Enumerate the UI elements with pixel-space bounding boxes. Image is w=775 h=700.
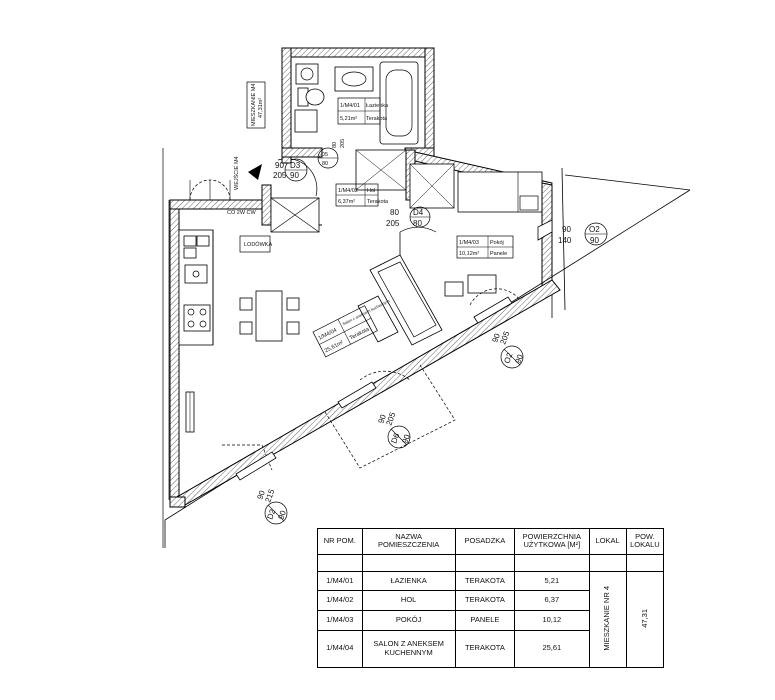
svg-text:5,21m²: 5,21m² bbox=[340, 116, 357, 122]
svg-text:80: 80 bbox=[322, 161, 328, 167]
svg-text:D4: D4 bbox=[413, 208, 424, 217]
window-o2: O2 90 90 140 bbox=[558, 222, 608, 246]
lokal-cell: MIESZKANIE NR 4 bbox=[588, 570, 627, 669]
coffee-table bbox=[357, 295, 399, 343]
svg-text:90: 90 bbox=[275, 161, 284, 170]
svg-text:205: 205 bbox=[384, 411, 397, 427]
svg-text:1/M4/04: 1/M4/04 bbox=[318, 327, 338, 341]
door-d6-swing bbox=[324, 364, 456, 469]
svg-text:1/M4/02: 1/M4/02 bbox=[338, 188, 358, 194]
pow-lokalu-cell: 47,31 bbox=[625, 570, 665, 669]
svg-text:90: 90 bbox=[400, 433, 412, 445]
door-d2: D2 90 90 215 bbox=[255, 488, 288, 525]
header-lokal: LOKAL bbox=[588, 528, 627, 555]
svg-text:90: 90 bbox=[562, 225, 571, 234]
svg-text:80: 80 bbox=[413, 219, 422, 228]
svg-text:O2: O2 bbox=[502, 351, 514, 365]
svg-text:90: 90 bbox=[513, 353, 525, 365]
svg-text:90: 90 bbox=[276, 509, 288, 521]
wardrobe-label: CO 2W CW bbox=[227, 210, 257, 216]
wall-bathroom-right bbox=[424, 47, 435, 164]
svg-text:90: 90 bbox=[490, 332, 502, 344]
svg-text:D5: D5 bbox=[321, 152, 328, 158]
entrance-door bbox=[189, 179, 231, 201]
svg-text:D6: D6 bbox=[389, 431, 401, 444]
wall-bathroom-top bbox=[281, 47, 435, 58]
svg-text:90: 90 bbox=[376, 413, 388, 425]
header-area: POWIERZCHNIA UŻYTKOWA [M²] bbox=[514, 528, 590, 555]
svg-text:80: 80 bbox=[332, 142, 338, 148]
wall-left bbox=[169, 204, 180, 506]
svg-text:205: 205 bbox=[498, 330, 511, 346]
door-d4: D4 80 80 205 bbox=[386, 206, 431, 228]
svg-text:1/M4/01: 1/M4/01 bbox=[340, 103, 360, 109]
entrance-label: WEJŚCIE M4 bbox=[232, 156, 240, 190]
svg-text:Panele: Panele bbox=[490, 251, 507, 257]
window-o2-diagonal: O2 90 90 205 bbox=[490, 330, 525, 369]
sofa bbox=[369, 254, 443, 346]
svg-text:205: 205 bbox=[340, 139, 346, 148]
svg-text:Terakota: Terakota bbox=[366, 116, 388, 122]
washing-machine bbox=[295, 63, 319, 85]
svg-text:D2: D2 bbox=[265, 507, 277, 520]
door-d6: D6 90 90 205 bbox=[376, 411, 412, 449]
svg-text:6,37m²: 6,37m² bbox=[338, 199, 355, 205]
dining-table bbox=[239, 290, 300, 342]
svg-text:205: 205 bbox=[273, 171, 287, 180]
stove-icon bbox=[183, 304, 211, 332]
door-d5: D5 80 80 205 bbox=[317, 139, 346, 169]
room-label-room: 1/M4/03 Pokój 10,12m² Panele bbox=[456, 235, 514, 259]
header-nr: NR POM. bbox=[317, 528, 363, 555]
svg-text:80: 80 bbox=[390, 208, 399, 217]
table-row: 1/M4/01 ŁAZIENKA TERAKOTA 5,21 MIESZKANI… bbox=[317, 570, 665, 669]
apartment-tag: MIESZKANIE M4 bbox=[251, 84, 257, 126]
room-table: NR POM. NAZWA POMIESZCZENIA POSADZKA POW… bbox=[317, 528, 665, 669]
room-label-hall: 1/M4/02 Hol 6,37m² Terakota bbox=[335, 183, 389, 207]
bed bbox=[457, 171, 543, 213]
toilet-icon bbox=[297, 87, 325, 107]
room-label-bathroom: 1/M4/01 Łazienka 5,21m² Terakota bbox=[337, 97, 389, 125]
svg-text:O2: O2 bbox=[589, 225, 600, 234]
svg-text:1/M4/03: 1/M4/03 bbox=[459, 240, 479, 246]
bathroom-cabinet bbox=[294, 109, 318, 133]
table-row: 1/M4/03 POKÓJ PANELE 10,12 bbox=[317, 609, 664, 631]
header-floor: POSADZKA bbox=[454, 528, 516, 555]
svg-text:D3: D3 bbox=[290, 161, 301, 170]
svg-text:Pokój: Pokój bbox=[490, 240, 504, 246]
svg-text:90: 90 bbox=[255, 489, 267, 501]
svg-text:Terakota: Terakota bbox=[367, 199, 389, 205]
apartment-area-tag: 47,31m² bbox=[258, 98, 264, 118]
header-pow: POW. LOKALU bbox=[625, 528, 665, 555]
svg-text:90: 90 bbox=[590, 236, 599, 245]
door-d3: D3 90 90 205 bbox=[273, 158, 308, 182]
svg-text:Hol: Hol bbox=[367, 188, 375, 194]
svg-text:10,12m²: 10,12m² bbox=[459, 251, 479, 257]
table-row: 1/M4/04 SALON Z ANEKSEM KUCHENNYM TERAKO… bbox=[317, 629, 664, 669]
svg-text:205: 205 bbox=[386, 219, 400, 228]
header-name: NAZWA POMIESZCZENIA bbox=[361, 528, 456, 555]
wall-bathroom-left bbox=[281, 47, 292, 164]
table-row: 1/M4/02 HOL TERAKOTA 6,37 bbox=[317, 590, 664, 611]
svg-text:25,61m²: 25,61m² bbox=[324, 340, 345, 355]
svg-text:Łazienka: Łazienka bbox=[366, 103, 389, 109]
svg-text:90: 90 bbox=[290, 171, 299, 180]
apartment-tag-box bbox=[246, 81, 266, 129]
balcony-edge bbox=[564, 174, 691, 191]
wall-top-entry bbox=[169, 199, 263, 210]
desk bbox=[444, 281, 464, 297]
washbasin bbox=[334, 66, 374, 92]
entrance-arrow-icon bbox=[248, 164, 262, 180]
svg-text:140: 140 bbox=[558, 236, 572, 245]
svg-text:215: 215 bbox=[263, 488, 276, 504]
table-header-row: NR POM. NAZWA POMIESZCZENIA POSADZKA POW… bbox=[317, 528, 665, 555]
fridge-label: LODÓWKA bbox=[244, 241, 272, 248]
